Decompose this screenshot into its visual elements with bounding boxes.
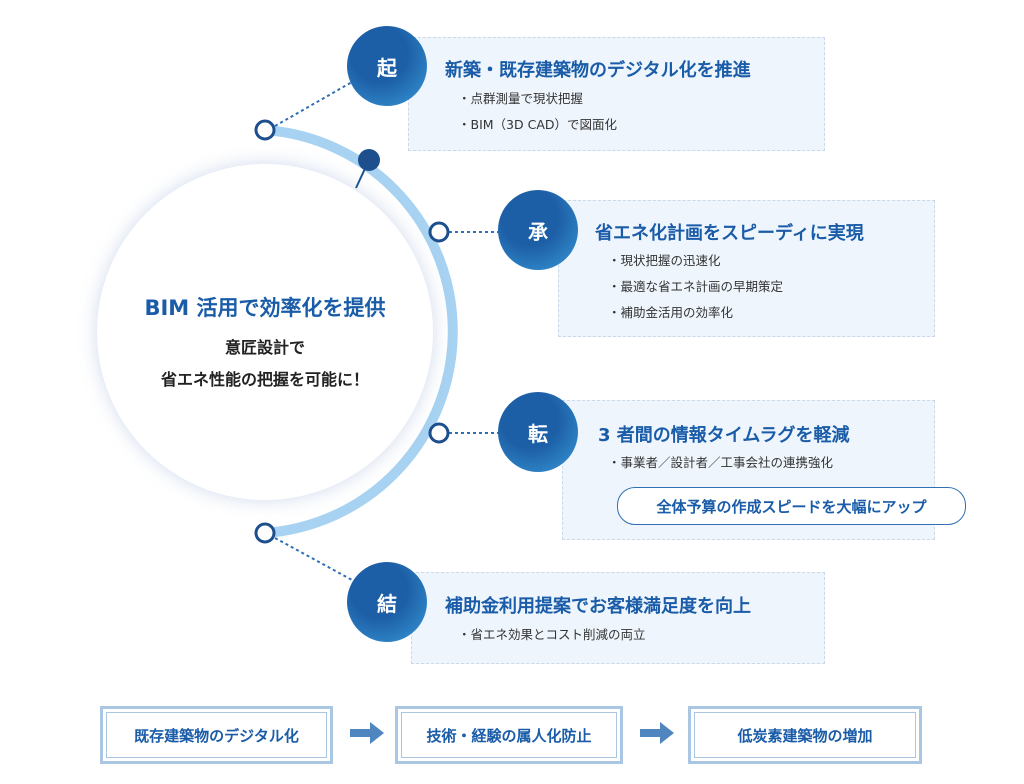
- timeline-arc: [264, 125, 458, 538]
- timeline-node-2: [428, 221, 450, 243]
- bullet: ・事業者／設計者／工事会社の連携強化: [608, 455, 834, 470]
- step-1-badge: 起: [347, 26, 427, 106]
- central-circle: BIM 活用で効率化を提供 意匠設計で 省エネ性能の把握を可能に！: [97, 164, 433, 500]
- step-4-badge: 結: [347, 562, 427, 642]
- step-4-title: 補助金利用提案でお客様満足度を向上: [445, 596, 751, 617]
- center-line-1: 意匠設計で: [224, 338, 305, 357]
- step-2-title: 省エネ化計画をスピーディに実現: [595, 223, 864, 244]
- bullet: ・点群測量で現状把握: [458, 91, 584, 106]
- step-1-bullets: ・点群測量で現状把握 ・BIM（3D CAD）で図面化: [458, 86, 617, 138]
- step-2-box: [558, 200, 935, 337]
- arrow-right-icon: [640, 722, 674, 744]
- highlight-pill: 全体予算の作成スピードを大幅にアップ: [617, 487, 966, 525]
- flow-label-1: 既存建築物のデジタル化: [106, 712, 327, 758]
- step-2-badge: 承: [498, 190, 578, 270]
- flow-box-1: 既存建築物のデジタル化: [100, 706, 333, 764]
- timeline-node-4: [254, 522, 276, 544]
- center-line-2: 省エネ性能の把握を可能に！: [160, 370, 369, 389]
- connector-4: [274, 537, 353, 581]
- bullet: ・現状把握の迅速化: [608, 253, 721, 268]
- flow-box-2: 技術・経験の属人化防止: [395, 706, 623, 764]
- step-1-title: 新築・既存建築物のデジタル化を推進: [445, 60, 751, 81]
- timeline-current-node: [358, 149, 380, 171]
- step-4-bullets: ・省エネ効果とコスト削減の両立: [458, 622, 646, 648]
- step-3-badge: 転: [498, 392, 578, 472]
- flow-label-2: 技術・経験の属人化防止: [401, 712, 617, 758]
- step-3-title: 3 者間の情報タイムラグを軽減: [598, 425, 850, 446]
- step-4-box: [411, 572, 825, 664]
- step-2-bullets: ・現状把握の迅速化 ・最適な省エネ計画の早期策定 ・補助金活用の効率化: [608, 248, 783, 326]
- flow-box-3: 低炭素建築物の増加: [688, 706, 922, 764]
- bullet: ・最適な省エネ計画の早期策定: [608, 279, 784, 294]
- connector-1: [274, 81, 353, 127]
- arrow-right-icon: [350, 722, 384, 744]
- bullet: ・BIM（3D CAD）で図面化: [458, 117, 618, 132]
- bullet: ・補助金活用の効率化: [608, 305, 734, 320]
- step-1-box: [408, 37, 825, 151]
- bullet: ・省エネ効果とコスト削減の両立: [458, 627, 646, 642]
- center-title: BIM 活用で効率化を提供: [144, 296, 386, 320]
- timeline-node-1: [254, 119, 276, 141]
- flow-label-3: 低炭素建築物の増加: [694, 712, 916, 758]
- timeline-node-3: [428, 422, 450, 444]
- step-3-bullets: ・事業者／設計者／工事会社の連携強化: [608, 450, 833, 476]
